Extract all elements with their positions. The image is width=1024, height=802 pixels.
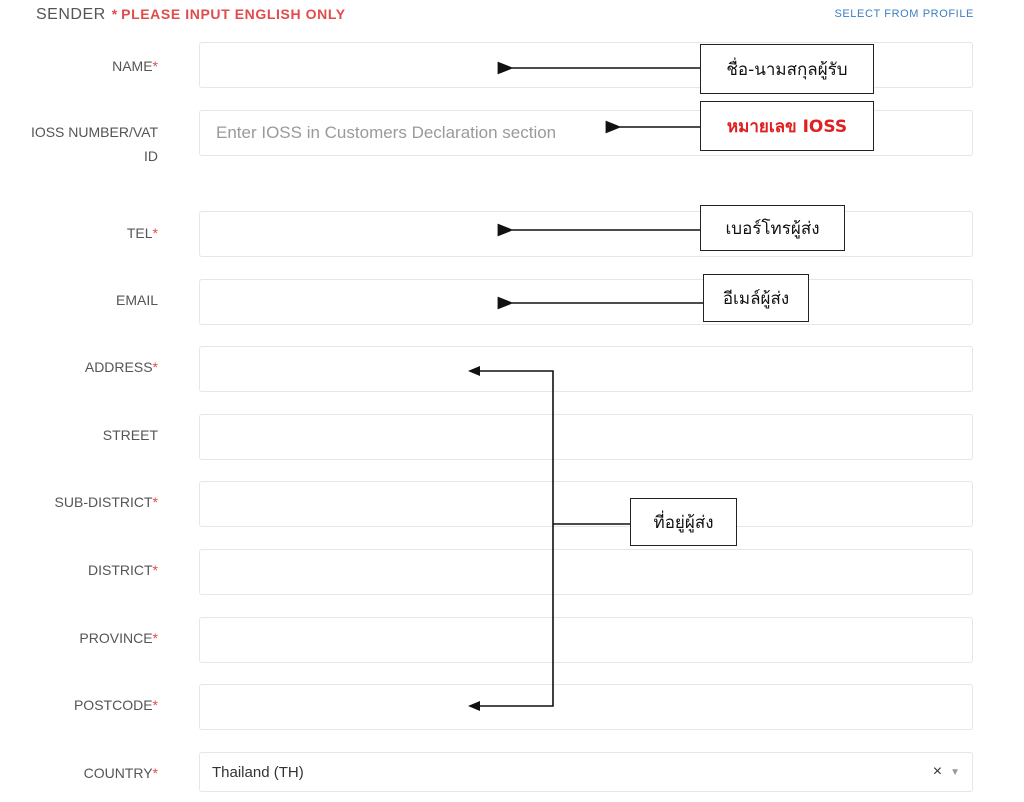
address-label: ADDRESS* xyxy=(84,359,158,375)
district-label: DISTRICT* xyxy=(87,562,158,578)
postcode-input[interactable] xyxy=(199,684,973,730)
address-arrowhead xyxy=(468,366,480,376)
tel-label: TEL* xyxy=(126,225,158,241)
ioss-label: IOSS NUMBER/VAT ID xyxy=(30,124,158,164)
postcode-arrowhead xyxy=(468,701,480,711)
chevron-down-icon[interactable]: ▼ xyxy=(950,766,960,778)
address-bracket xyxy=(470,370,554,707)
name-label: NAME* xyxy=(112,58,158,74)
form-header: SENDER * PLEASE INPUT ENGLISH ONLY xyxy=(36,6,346,30)
address-input[interactable] xyxy=(199,346,973,392)
english-only-note: PLEASE INPUT ENGLISH ONLY xyxy=(121,6,346,22)
province-label: PROVINCE* xyxy=(79,630,158,646)
country-label: COUNTRY* xyxy=(83,765,158,781)
section-title: SENDER xyxy=(36,6,106,23)
street-label: STREET xyxy=(102,427,158,443)
sub-district-label: SUB-DISTRICT* xyxy=(54,494,158,510)
country-select[interactable]: Thailand (TH) × ▼ xyxy=(199,752,973,792)
name-callout: ชื่อ-นามสกุลผู้รับ xyxy=(700,44,874,94)
ioss-callout: หมายเลข IOSS xyxy=(700,101,874,151)
clear-icon[interactable]: × xyxy=(932,763,943,780)
required-star: * xyxy=(111,6,118,22)
sub-district-input[interactable] xyxy=(199,481,973,527)
select-from-profile-link[interactable]: SELECT FROM PROFILE xyxy=(834,8,974,20)
district-input[interactable] xyxy=(199,549,973,595)
address-callout: ที่อยู่ผู้ส่ง xyxy=(630,498,737,546)
email-input[interactable] xyxy=(199,279,973,325)
country-selected-value: Thailand (TH) xyxy=(212,763,304,781)
province-input[interactable] xyxy=(199,617,973,663)
street-input[interactable] xyxy=(199,414,973,460)
email-callout: อีเมล์ผู้ส่ง xyxy=(703,274,809,322)
email-label: EMAIL xyxy=(115,292,158,308)
tel-callout: เบอร์โทรผู้ส่ง xyxy=(700,205,845,251)
postcode-label: POSTCODE* xyxy=(73,697,158,713)
